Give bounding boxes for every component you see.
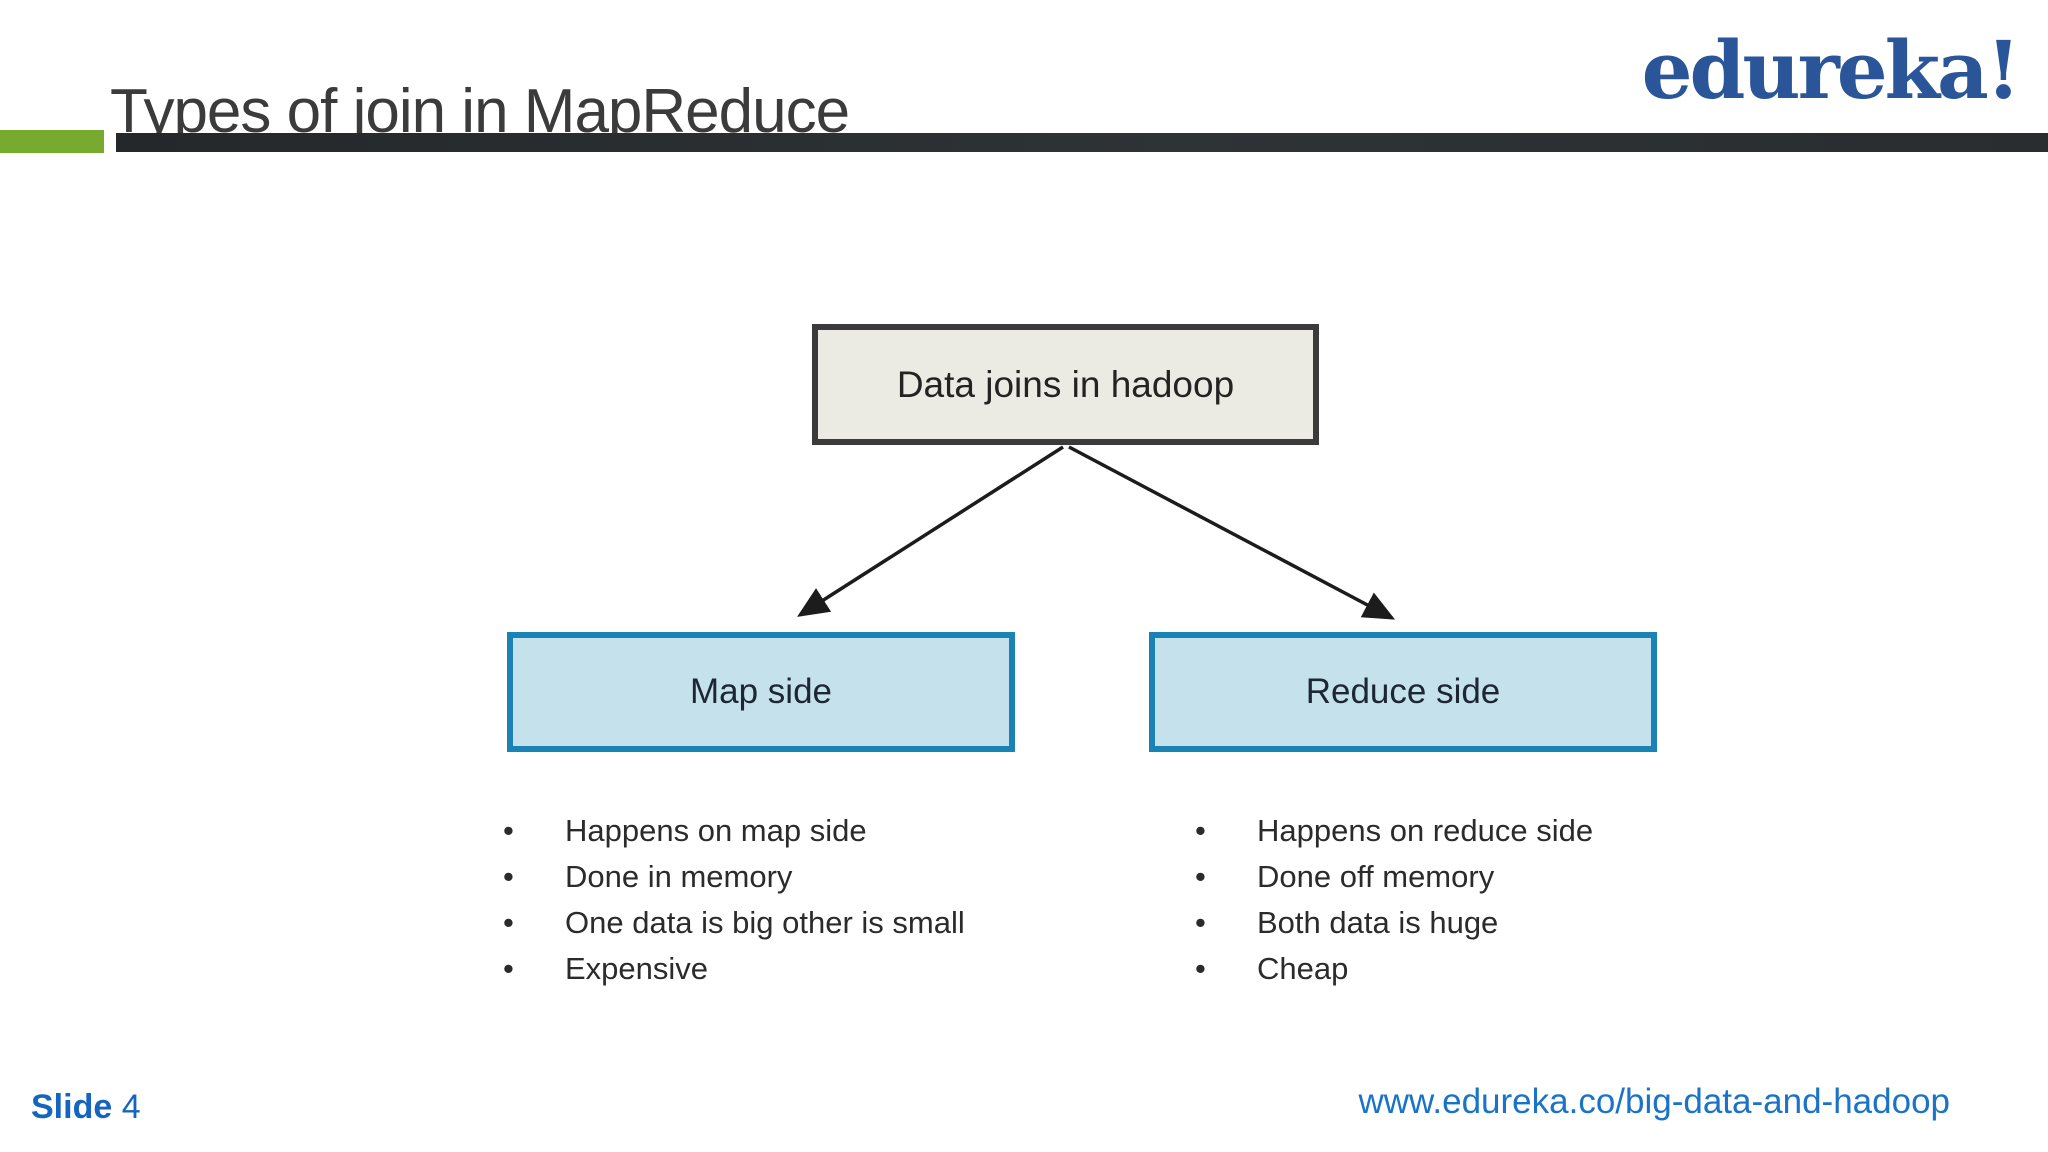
- bullet-icon: •: [503, 951, 514, 986]
- node-reduce-side: Reduce side: [1149, 632, 1657, 752]
- list-item: • Expensive: [503, 946, 1063, 992]
- list-item: • Both data is huge: [1195, 900, 1755, 946]
- bullet-icon: •: [1195, 859, 1206, 894]
- bullet-icon: •: [503, 905, 514, 940]
- node-reduce-side-label: Reduce side: [1305, 672, 1501, 711]
- list-item: • Cheap: [1195, 946, 1755, 992]
- list-item: • Happens on map side: [503, 808, 1063, 854]
- bullet-text: One data is big other is small: [565, 905, 965, 940]
- bullet-text: Done off memory: [1257, 859, 1495, 894]
- bullet-icon: •: [1195, 813, 1206, 848]
- bullet-text: Happens on map side: [565, 813, 867, 848]
- slide-number-label: Slide: [31, 1088, 113, 1126]
- slide-number: Slide 4: [31, 1088, 141, 1127]
- slide-number-value: 4: [121, 1088, 141, 1126]
- map-side-bullet-list: • Happens on map side • Done in memory •…: [503, 808, 1063, 992]
- bullet-icon: •: [503, 859, 514, 894]
- node-data-joins-label: Data joins in hadoop: [896, 363, 1235, 405]
- bullet-text: Cheap: [1257, 951, 1349, 986]
- footer-course-url[interactable]: www.edureka.co/big-data-and-hadoop: [1358, 1082, 1951, 1121]
- node-map-side-label: Map side: [689, 672, 833, 711]
- edureka-logo: edureka!: [1641, 23, 2021, 117]
- bullet-text: Done in memory: [565, 859, 793, 894]
- list-item: • One data is big other is small: [503, 900, 1063, 946]
- list-item: • Happens on reduce side: [1195, 808, 1755, 854]
- node-map-side: Map side: [507, 632, 1015, 752]
- list-item: • Done in memory: [503, 854, 1063, 900]
- arrow-root-to-reduce: [1068, 445, 1396, 620]
- bullet-icon: •: [1195, 951, 1206, 986]
- reduce-side-bullet-list: • Happens on reduce side • Done off memo…: [1195, 808, 1755, 992]
- node-data-joins-in-hadoop: Data joins in hadoop: [812, 324, 1319, 445]
- bullet-text: Both data is huge: [1257, 905, 1499, 940]
- accent-bar-green: [0, 130, 104, 153]
- arrow-root-to-map: [797, 445, 1064, 617]
- title-divider-bar: [116, 133, 2048, 152]
- bullet-text: Happens on reduce side: [1257, 813, 1594, 848]
- bullet-text: Expensive: [565, 951, 709, 986]
- bullet-icon: •: [503, 813, 514, 848]
- list-item: • Done off memory: [1195, 854, 1755, 900]
- bullet-icon: •: [1195, 905, 1206, 940]
